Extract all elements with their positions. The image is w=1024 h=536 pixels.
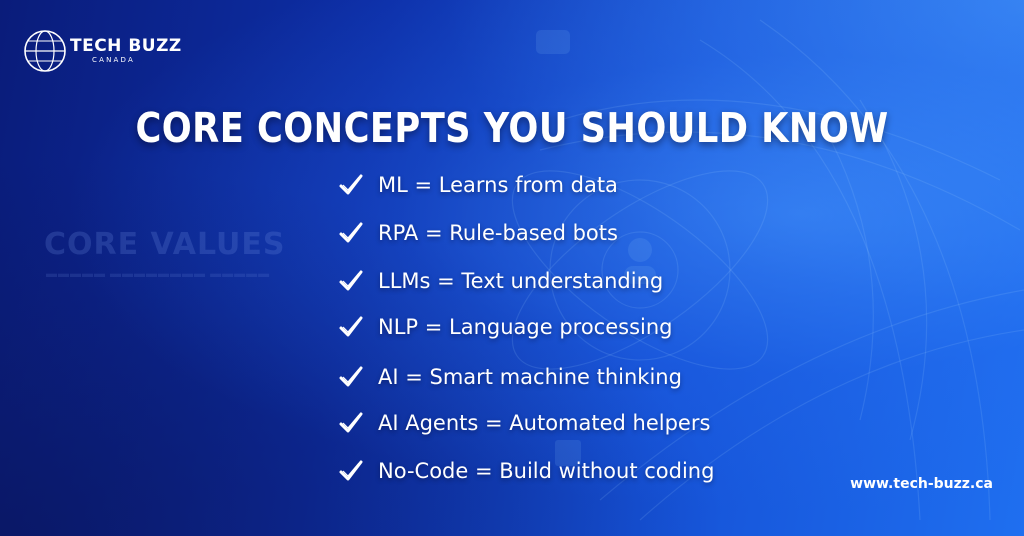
background-watermark-title: CORE VALUES: [44, 227, 286, 262]
globe-icon: [24, 30, 66, 72]
list-item: AI = Smart machine thinking: [338, 364, 682, 390]
background-watermark-subtitle: ▬▬▬▬▬ ▬▬▬▬▬▬▬▬ ▬▬▬▬▬: [46, 268, 271, 280]
page-title: CORE CONCEPTS YOU SHOULD KNOW: [135, 104, 889, 152]
list-item: LLMs = Text understanding: [338, 268, 663, 294]
concept-label: AI Agents = Automated helpers: [378, 411, 711, 435]
check-icon: [339, 460, 363, 481]
list-item: AI Agents = Automated helpers: [338, 410, 710, 436]
logo-wordmark: TECH BUZZ: [70, 36, 182, 56]
check-icon: [339, 270, 363, 291]
brand-logo: TECH BUZZ CANADA: [22, 28, 182, 74]
check-icon: [339, 316, 363, 337]
check-icon: [339, 366, 363, 387]
concept-label: ML = Learns from data: [378, 173, 618, 197]
list-item: ML = Learns from data: [338, 172, 618, 198]
list-item: NLP = Language processing: [338, 314, 673, 340]
concept-label: RPA = Rule-based bots: [378, 221, 618, 245]
concept-label: NLP = Language processing: [378, 315, 673, 339]
logo-subtitle: CANADA: [92, 56, 135, 64]
website-url: www.tech-buzz.ca: [850, 476, 993, 492]
concept-label: LLMs = Text understanding: [378, 269, 664, 293]
list-item: No-Code = Build without coding: [338, 458, 714, 484]
concept-label: No-Code = Build without coding: [378, 459, 715, 483]
check-icon: [339, 174, 363, 195]
check-icon: [339, 222, 363, 243]
check-icon: [339, 412, 363, 433]
list-item: RPA = Rule-based bots: [338, 220, 618, 246]
concept-label: AI = Smart machine thinking: [378, 365, 682, 389]
